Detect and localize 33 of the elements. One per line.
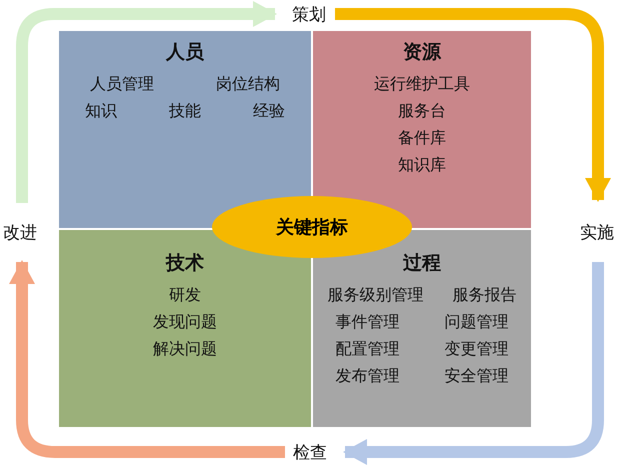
panel-item: 安全管理 — [444, 366, 508, 387]
panel-item: 研发 — [169, 285, 201, 306]
stage-label: 实施 — [580, 221, 614, 244]
panel-heading: 技术 — [166, 251, 204, 276]
panel-item: 技能 — [169, 101, 201, 122]
panel-item: 备件库 — [398, 128, 446, 149]
panel-heading: 资源 — [403, 40, 441, 65]
panel-item: 变更管理 — [444, 339, 508, 360]
cycle-arrow — [335, 8, 611, 202]
stage-label: 检查 — [293, 441, 327, 464]
cycle-arrow — [16, 1, 277, 203]
panel-heading: 人员 — [166, 40, 204, 65]
panel-item: 经验 — [253, 101, 285, 122]
ellipse-label: 关键指标 — [276, 216, 348, 239]
panel-item: 配置管理 — [336, 339, 400, 360]
panel-item: 服务台 — [398, 101, 446, 122]
panel-heading: 过程 — [403, 251, 441, 276]
panel-item: 知识 — [85, 101, 117, 122]
panel-item: 问题管理 — [444, 312, 508, 333]
stage-label: 改进 — [3, 221, 37, 244]
panel-item: 发布管理 — [336, 366, 400, 387]
panel-item: 发现问题 — [153, 312, 217, 333]
panel-item: 服务级别管理 — [328, 285, 424, 306]
panel-item: 解决问题 — [153, 339, 217, 360]
panel-item: 人员管理 — [90, 74, 154, 95]
panel-item: 知识库 — [398, 155, 446, 176]
cycle-arrow — [9, 260, 285, 458]
panel-item: 服务报告 — [452, 285, 516, 306]
panel-item: 岗位结构 — [216, 74, 280, 95]
stage-label: 策划 — [292, 3, 326, 26]
panel-item: 运行维护工具 — [374, 74, 470, 95]
panel-item: 事件管理 — [336, 312, 400, 333]
cycle-arrow — [343, 262, 604, 465]
